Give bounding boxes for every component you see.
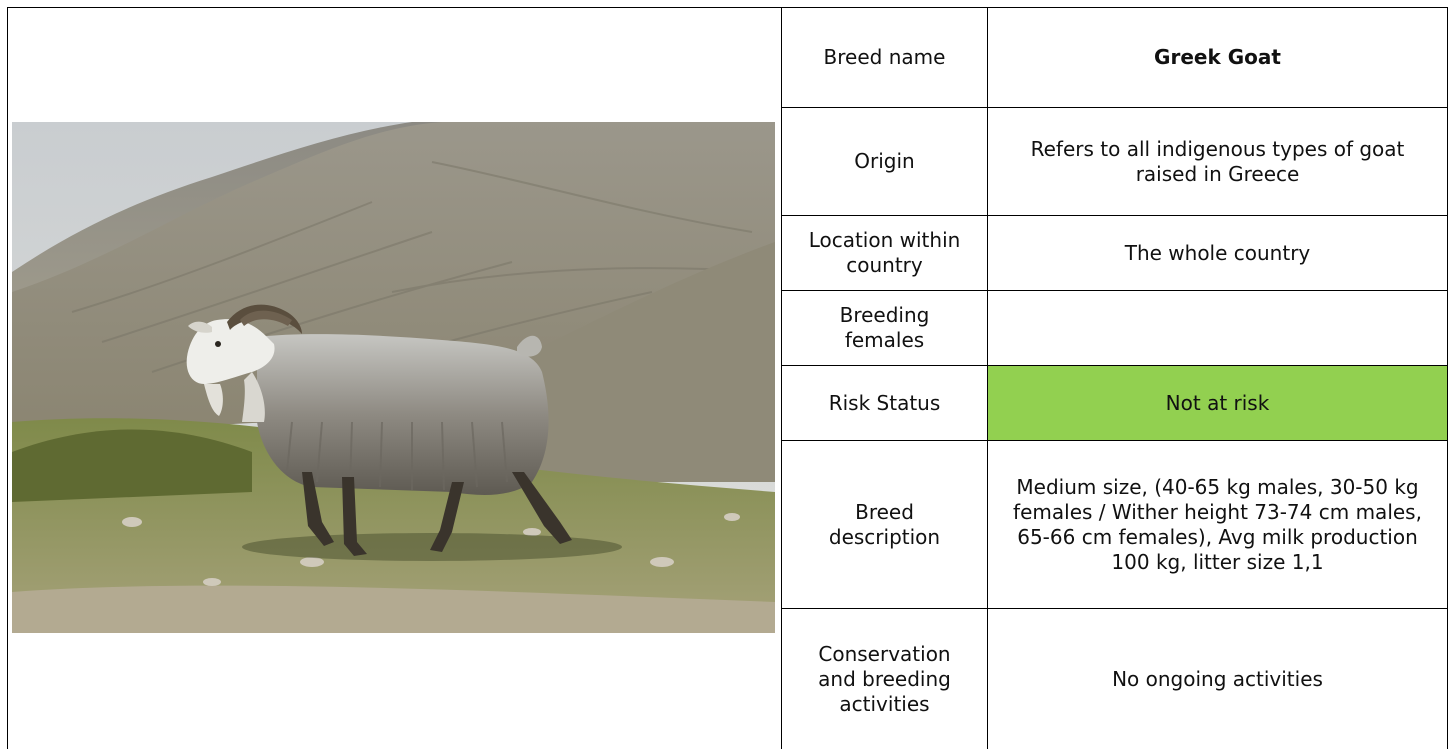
value-breed-name: Greek Goat xyxy=(988,8,1448,107)
label-risk-status: Risk Status xyxy=(781,366,988,440)
row-breed-name: Breed name Greek Goat xyxy=(781,7,1448,107)
value-conservation: No ongoing activities xyxy=(988,609,1448,749)
value-breed-description: Medium size, (40-65 kg males, 30-50 kg f… xyxy=(988,441,1448,608)
row-location: Location within country The whole countr… xyxy=(781,215,1448,290)
label-location: Location within country xyxy=(781,216,988,290)
value-risk-status: Not at risk xyxy=(988,366,1448,440)
label-conservation: Conservation and breeding activities xyxy=(781,609,988,749)
row-risk-status: Risk Status Not at risk xyxy=(781,365,1448,440)
value-origin: Refers to all indigenous types of goat r… xyxy=(988,108,1448,215)
label-breed-description: Breed description xyxy=(781,441,988,608)
goat-photo xyxy=(12,122,775,633)
photo-cell xyxy=(7,7,781,749)
breed-table: Breed name Greek Goat Origin Refers to a… xyxy=(781,7,1448,749)
row-breed-description: Breed description Medium size, (40-65 kg… xyxy=(781,440,1448,608)
label-breed-name: Breed name xyxy=(781,8,988,107)
row-origin: Origin Refers to all indigenous types of… xyxy=(781,107,1448,215)
label-breeding-females: Breeding females xyxy=(781,291,988,365)
row-breeding-females: Breeding females xyxy=(781,290,1448,365)
row-conservation: Conservation and breeding activities No … xyxy=(781,608,1448,749)
label-origin: Origin xyxy=(781,108,988,215)
value-breeding-females xyxy=(988,291,1448,365)
value-location: The whole country xyxy=(988,216,1448,290)
